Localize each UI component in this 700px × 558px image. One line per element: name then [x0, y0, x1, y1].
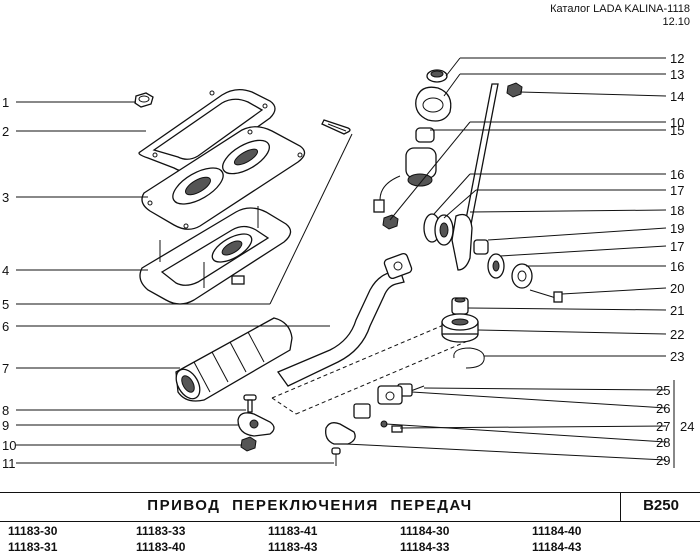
part-snap-ring — [453, 347, 485, 369]
model-code: 11184-40 — [532, 524, 582, 538]
callout: 16 — [670, 167, 684, 182]
callout: 6 — [2, 319, 9, 334]
callout-group: 24 — [680, 419, 694, 434]
part-housing — [139, 206, 292, 305]
part-clamp — [237, 412, 275, 437]
section-code: B250 — [643, 497, 679, 514]
footer-bottom-rule — [0, 521, 700, 522]
part-lever — [451, 83, 499, 271]
model-code: 11184-33 — [400, 540, 450, 554]
callout: 2 — [2, 124, 9, 139]
callout: 7 — [2, 361, 9, 376]
model-code: 11183-33 — [136, 524, 186, 538]
footer-separator — [620, 492, 621, 521]
callout: 5 — [2, 297, 9, 312]
callout: 17 — [670, 183, 684, 198]
part-bearing — [441, 313, 479, 343]
part-washers-left — [423, 213, 454, 246]
callout: 16 — [670, 259, 684, 274]
callout: 3 — [2, 190, 9, 205]
callout: 18 — [670, 203, 684, 218]
callout: 4 — [2, 263, 9, 278]
callout: 10 — [2, 438, 16, 453]
model-code: 11183-41 — [268, 524, 318, 538]
callout: 9 — [2, 418, 9, 433]
model-code: 11183-43 — [268, 540, 318, 554]
callout: 29 — [656, 453, 670, 468]
callout: 22 — [670, 327, 684, 342]
callout: 15 — [670, 123, 684, 138]
callout: 10 — [670, 115, 684, 130]
callout: 19 — [670, 221, 684, 236]
part-bolt — [134, 92, 154, 108]
callout: 28 — [656, 435, 670, 450]
callout: 12 — [670, 51, 684, 66]
leader-lines — [16, 57, 675, 468]
part-boot — [175, 317, 293, 402]
callout: 13 — [670, 67, 684, 82]
callout: 23 — [670, 349, 684, 364]
model-code: 11183-31 — [8, 540, 58, 554]
callout: 25 — [656, 383, 670, 398]
part-joint — [325, 383, 425, 445]
catalog-date: 12.10 — [662, 16, 690, 28]
model-code: 11183-30 — [8, 524, 58, 538]
part-nut-right — [382, 214, 399, 230]
callout: 17 — [670, 239, 684, 254]
part-bolt-long — [529, 289, 563, 303]
callouts-left: 1 2 3 4 5 6 7 8 9 10 11 — [2, 95, 16, 471]
part-washers-right — [473, 239, 533, 289]
exploded-parts-diagram: 1 2 3 4 5 6 7 8 9 10 11 12 13 14 15 10 1… — [2, 51, 694, 471]
part-pin — [243, 394, 257, 413]
callout: 27 — [656, 419, 670, 434]
callout: 8 — [2, 403, 9, 418]
callout: 26 — [656, 401, 670, 416]
callout: 20 — [670, 281, 684, 296]
model-code: 11183-40 — [136, 540, 186, 554]
part-gasket — [138, 88, 276, 173]
part-nut — [240, 436, 257, 452]
part-cover — [141, 126, 306, 230]
model-code: 11184-43 — [532, 540, 582, 554]
part-screw — [331, 447, 341, 466]
callout: 11 — [2, 456, 16, 471]
catalog-title: Каталог LADA KALINA-1118 — [550, 3, 690, 15]
part-insert — [373, 127, 437, 213]
model-code: 11184-30 — [400, 524, 450, 538]
callout: 14 — [670, 89, 684, 104]
part-cap — [426, 69, 448, 83]
part-shift-rod — [271, 252, 471, 415]
part-bushing — [451, 297, 469, 315]
part-nut-top — [506, 82, 523, 98]
callouts-right: 12 13 14 15 10 16 17 18 19 17 16 20 21 2… — [656, 51, 694, 468]
part-knob — [415, 86, 452, 122]
page-title: ПРИВОД ПЕРЕКЛЮЧЕНИЯ ПЕРЕДАЧ — [147, 497, 473, 514]
callout: 21 — [670, 303, 684, 318]
footer-top-rule — [0, 492, 700, 493]
callout: 1 — [2, 95, 9, 110]
part-cable-tie — [321, 119, 351, 135]
